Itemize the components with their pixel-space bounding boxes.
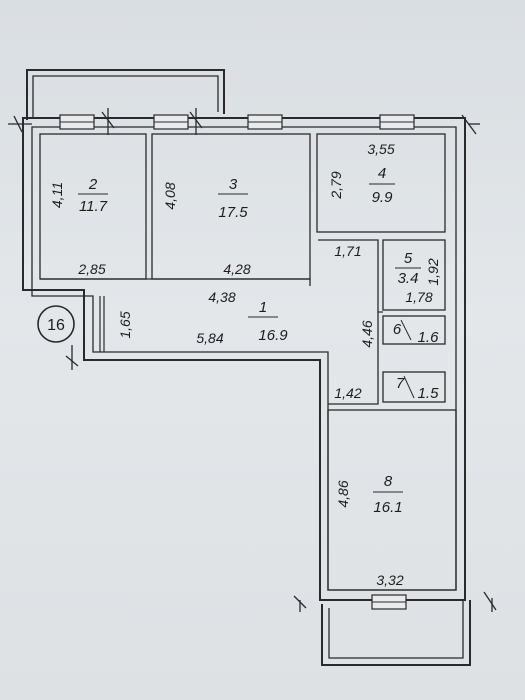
room-1-walls [40,239,379,405]
room-6-area: 1.6 [418,329,440,346]
room-7-area: 1.5 [418,385,440,402]
dim-r5-width: 1,78 [405,289,432,305]
dim-r7-width: 1,42 [334,385,361,401]
room-4-outline [316,133,446,233]
dim-r3-width: 4,28 [223,261,250,277]
room-7-outline [382,371,446,403]
dimension-labels: 4,11 2,85 4,08 4,28 3,55 2,79 1,71 1,92 … [49,141,441,588]
room-7-number: 7 [396,375,405,392]
dim-r1-bottom: 5,84 [196,330,223,346]
dim-r4-height: 2,79 [328,171,344,199]
room-8-area: 16.1 [373,499,402,516]
room-6-number: 6 [393,321,402,338]
room-5-outline [382,239,446,311]
room-4-number: 4 [378,165,386,182]
room-3-area: 17.5 [218,204,248,221]
room-1-area: 16.9 [258,327,288,344]
marker-text: 16 [47,317,65,334]
room-3-number: 3 [229,176,238,193]
dim-r3-height: 4,08 [162,182,178,209]
windows-top [59,114,415,130]
room-5-area: 3.4 [398,270,419,287]
room-8-outline [327,409,457,591]
room-2-area: 11.7 [79,198,108,215]
dim-r2-width: 2,85 [77,261,105,277]
dim-r4-top: 3,55 [367,141,394,157]
apartment-marker: 16 [37,305,75,343]
balcony-bottom [321,594,471,666]
dim-r8-height: 4,86 [335,480,351,507]
door-marks [99,296,383,352]
room-2-number: 2 [88,176,98,193]
dim-r1-right: 4,46 [359,320,375,347]
dim-r2-height: 4,11 [49,182,65,208]
room-5-number: 5 [404,250,413,267]
dim-r5-height: 1,92 [425,258,441,285]
exterior-walls [22,117,466,601]
room-4-area: 9.9 [372,189,394,206]
room-labels: 2 11.7 3 17.5 4 9.9 5 3.4 1 16.9 6 1.6 7… [78,165,439,516]
dim-r4-bottom: 1,71 [334,243,361,259]
balcony-top [26,69,225,120]
dim-r8-bottom: 3,32 [376,572,403,588]
room-6-outline [382,315,446,345]
room-1-number: 1 [259,299,267,316]
dim-r1-left: 1,65 [117,311,133,338]
room-8-number: 8 [384,473,393,490]
axis-ticks [8,108,497,612]
dim-r1-top: 4,38 [208,289,235,305]
